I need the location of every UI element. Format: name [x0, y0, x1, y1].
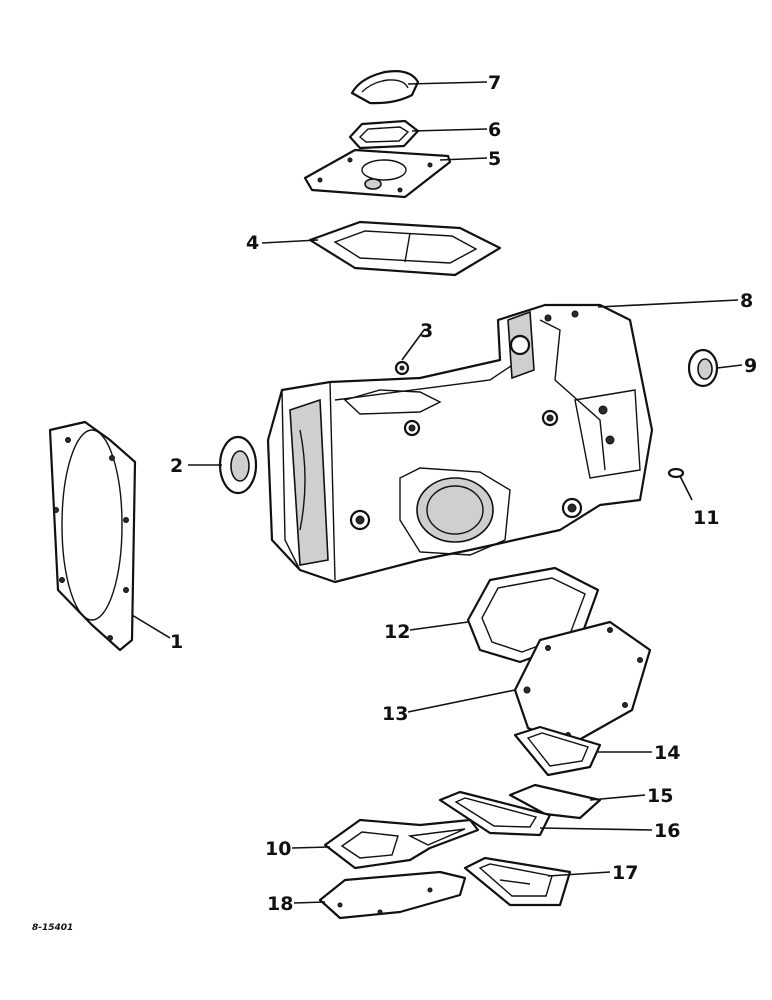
part-16-gasket [438, 790, 552, 837]
callout-6: 6 [488, 119, 501, 141]
callout-9: 9 [744, 355, 757, 377]
callout-2: 2 [170, 455, 183, 477]
part-14-gasket [513, 725, 602, 777]
figure-reference-code: 8-15401 [32, 923, 73, 933]
part-17-cover [463, 856, 572, 907]
part-1-gasket [48, 420, 137, 652]
callout-14: 14 [654, 742, 680, 764]
part-6-gasket [348, 119, 420, 150]
callout-13: 13 [382, 703, 408, 725]
part-4-gasket [308, 220, 502, 277]
part-7-cover [350, 70, 420, 105]
part-8-case [266, 303, 654, 584]
part-10-gasket [323, 818, 480, 870]
callout-8: 8 [740, 290, 753, 312]
callout-17: 17 [612, 862, 638, 884]
callout-3: 3 [420, 320, 433, 342]
callout-18: 18 [267, 893, 293, 915]
callout-12: 12 [384, 621, 410, 643]
callout-11: 11 [693, 507, 719, 529]
callout-4: 4 [246, 232, 259, 254]
part-15-plate [508, 783, 602, 820]
part-5-plate [303, 148, 452, 199]
part-11-pin [667, 467, 693, 501]
part-18-plate [318, 870, 467, 920]
callout-16: 16 [654, 820, 680, 842]
callout-7: 7 [488, 72, 501, 94]
leader-lines [131, 81, 743, 904]
callout-10: 10 [265, 838, 291, 860]
callout-1: 1 [170, 631, 183, 653]
callout-15: 15 [647, 785, 673, 807]
callout-5: 5 [488, 148, 501, 170]
part-2-seal [218, 435, 258, 495]
part-3-seal [394, 360, 410, 376]
part-9-seal [687, 348, 719, 388]
